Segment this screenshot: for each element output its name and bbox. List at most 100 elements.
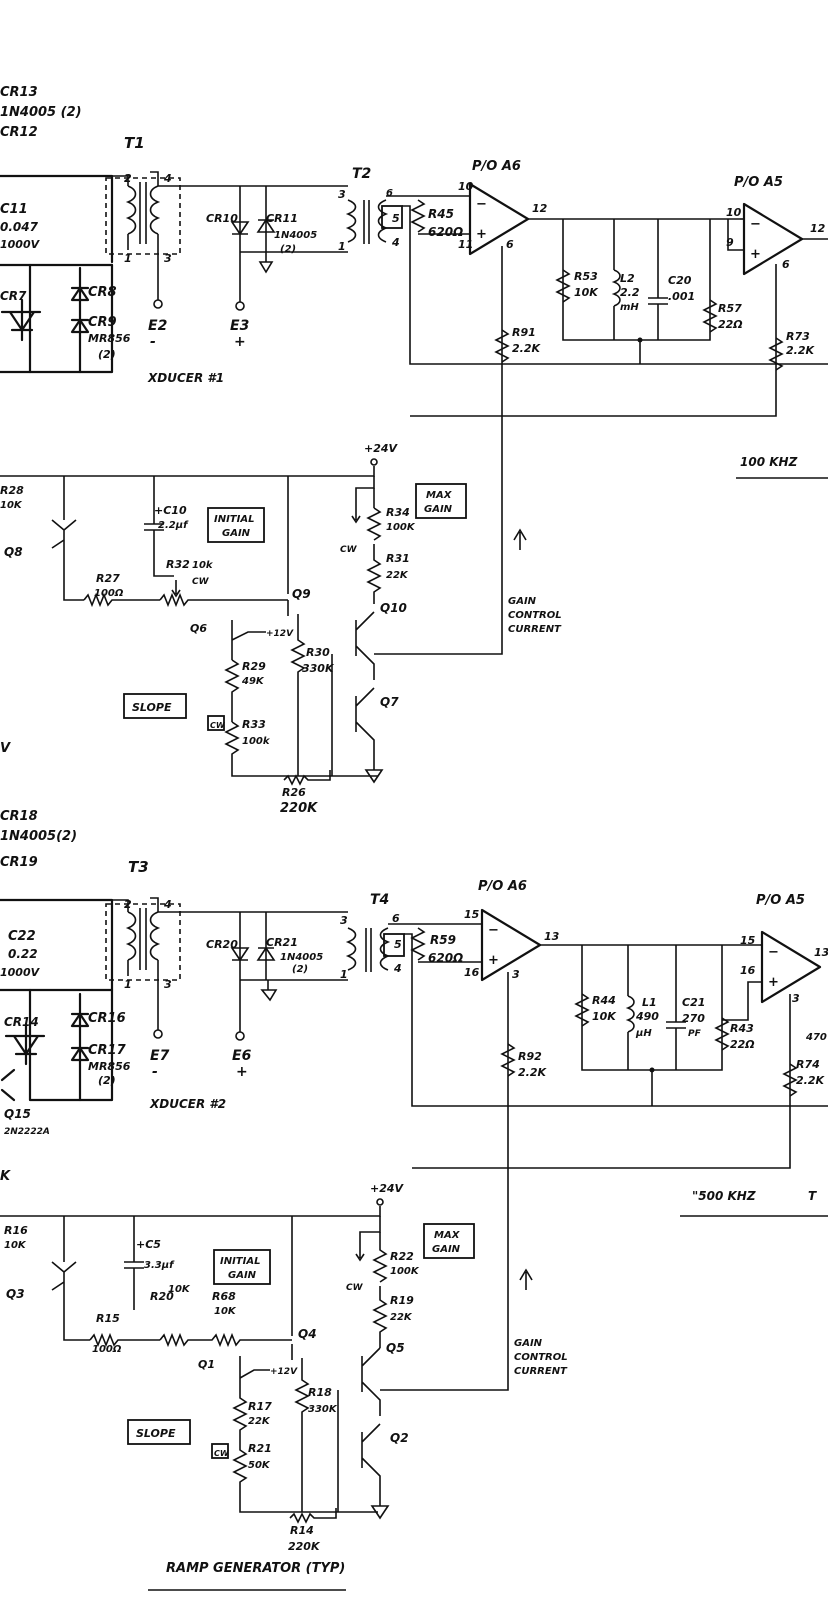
label-max-gain-2: GAIN [424, 504, 453, 515]
label-gain-ctrl-5: CONTROL [514, 1352, 568, 1363]
svg-text:+: + [476, 227, 487, 242]
label-amp2-2: P/O A5 [756, 893, 805, 908]
label-e7-sign: - [152, 1064, 158, 1080]
label-max-gain-1: MAX [426, 490, 453, 501]
label-initial-gain-1: INITIAL [214, 514, 254, 525]
amp1-pin-11: 11 [458, 238, 473, 251]
amp4-pin-13: 13 [814, 946, 828, 959]
label-r33-val: 100k [242, 736, 271, 747]
label-c11-volt: 1000V [0, 238, 41, 251]
label-c5: +C5 [136, 1238, 161, 1251]
label-r92: R92 [518, 1050, 542, 1063]
label-r43-val: 22Ω [730, 1038, 755, 1051]
label-r17: R17 [248, 1400, 272, 1413]
label-gain-ctrl-4: GAIN [514, 1338, 543, 1349]
label-r33: R33 [242, 718, 266, 731]
label-e6: E6 [232, 1048, 252, 1064]
t1-pin-3: 3 [164, 252, 172, 265]
label-l2-val: 2.2 [620, 286, 640, 299]
label-r91-val: 2.2K [512, 342, 541, 355]
label-l1-val: 490 [635, 1010, 659, 1023]
label-cr8: CR8 [88, 285, 117, 300]
ramp-generator-2: K +24V R16 10K Q3 R15 100Ω +C5 3.3µf INI… [0, 1168, 568, 1591]
label-v-frag: V [0, 741, 11, 756]
label-r22-val: 100K [390, 1266, 420, 1277]
t1-pin-4: 4 [163, 172, 172, 185]
label-r21: R21 [248, 1442, 272, 1455]
label-e3: E3 [230, 318, 249, 334]
label-max-gain-4: GAIN [432, 1244, 461, 1255]
label-cr16: CR16 [88, 1011, 126, 1026]
label-r73-val: 2.2K [786, 344, 815, 357]
t2-pin-4: 4 [391, 236, 400, 249]
label-c20-val: .001 [668, 290, 695, 303]
channel-2-receiver: C22 0.22 1000V CR14 Q15 2N2222A CR16 CR1… [0, 858, 828, 1217]
label-e6-sign: + [236, 1064, 248, 1080]
label-r45: R45 [428, 207, 454, 221]
label-cr18: CR18 [0, 809, 38, 824]
label-xducer-2: XDUCER #2 [149, 1097, 226, 1111]
label-r15-val: 100Ω [92, 1344, 122, 1355]
label-r18-val: 330K [308, 1404, 338, 1415]
label-c11: C11 [0, 202, 28, 217]
label-r59-val: 620Ω [428, 951, 463, 965]
label-c21-unit: PF [688, 1029, 702, 1039]
label-r53-val: 10K [574, 286, 599, 299]
label-e7: E7 [150, 1048, 170, 1064]
label-r74: R74 [796, 1058, 820, 1071]
label-r14: R14 [290, 1524, 314, 1537]
label-24v-2: +24V [370, 1182, 405, 1195]
label-r19-val: 22K [390, 1312, 413, 1323]
svg-text:CW: CW [214, 1449, 230, 1458]
label-r91: R91 [512, 326, 536, 339]
amp2-pin-12: 12 [810, 222, 826, 235]
label-c21: C21 [682, 996, 705, 1009]
label-q6: Q6 [190, 622, 207, 635]
amp3-pin-3: 3 [512, 968, 520, 981]
label-l1-unit: µH [635, 1028, 652, 1039]
label-c21-val: 270 [682, 1012, 705, 1025]
label-l1: L1 [642, 996, 657, 1009]
amp4-pin-15: 15 [740, 934, 756, 947]
label-cr20: CR20 [206, 938, 238, 951]
label-r74-val: 2.2K [796, 1074, 825, 1087]
label-cw-2: CW [340, 545, 358, 555]
label-r43: R43 [730, 1022, 754, 1035]
t1-pin-1: 1 [124, 252, 132, 265]
label-r68: R68 [212, 1290, 236, 1303]
label-q9: Q9 [292, 587, 311, 601]
mid-left-labels: CR18 1N4005(2) CR19 [0, 809, 77, 870]
label-r30-val: 330K [302, 662, 335, 675]
label-mr856-qty-2: (2) [98, 1074, 116, 1087]
amp3-pin-16: 16 [464, 966, 480, 979]
label-r30: R30 [306, 646, 330, 659]
t3-pin-1: 1 [124, 978, 132, 991]
label-mr856-qty: (2) [98, 348, 116, 361]
t3-pin-4: 4 [163, 898, 172, 911]
label-r16-val: 10K [4, 1240, 27, 1251]
label-ramp-caption: RAMP GENERATOR (TYP) [166, 1561, 345, 1576]
label-r44: R44 [592, 994, 616, 1007]
label-r21-val: 50K [248, 1460, 271, 1471]
label-r28-val: 10K [0, 500, 23, 511]
label-r59: R59 [430, 933, 456, 947]
ramp-generator-1: +24V R28 10K Q8 R27 100Ω +C10 2.2µf INIT… [0, 416, 562, 816]
label-r34-val: 100K [386, 522, 416, 533]
t2-pin-6: 6 [386, 188, 393, 199]
t4-pin-3: 3 [340, 914, 348, 927]
label-amp1-2: P/O A6 [478, 879, 527, 894]
label-gain-ctrl-3: CURRENT [508, 624, 562, 635]
amp4-pin-3: 3 [792, 992, 800, 1005]
label-e3-sign: + [234, 334, 246, 350]
label-slope-1: SLOPE [132, 701, 172, 714]
label-r26: R26 [282, 786, 306, 799]
svg-text:CW: CW [210, 721, 226, 730]
svg-text:−: − [768, 945, 779, 960]
label-r45-val: 620Ω [428, 225, 463, 239]
label-r29: R29 [242, 660, 266, 673]
amp1-pin-10: 10 [458, 180, 474, 193]
t2-pin-5: 5 [392, 212, 400, 225]
label-c10-val: 2.2µf [158, 520, 189, 531]
label-cw-1: CW [192, 577, 210, 587]
